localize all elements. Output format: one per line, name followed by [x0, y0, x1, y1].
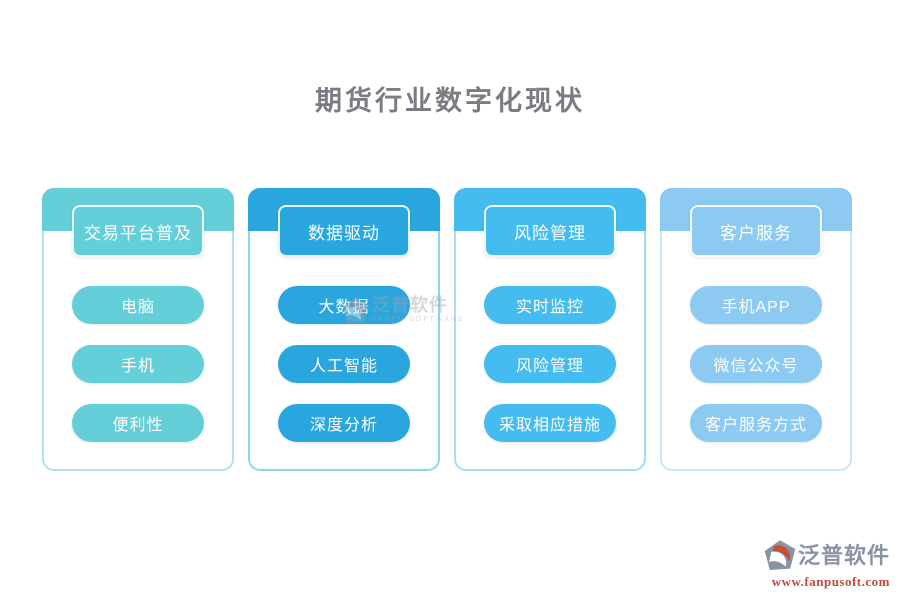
cards-row: 交易平台普及 电脑 手机 便利性 数据驱动 大数据 人工智能 深度分析 风险管理… [42, 188, 852, 471]
category-item: 微信公众号 [690, 345, 822, 383]
footer-logo: 泛普软件 www.fanpusoft.com [764, 538, 890, 590]
category-item: 手机 [72, 345, 204, 383]
category-card-risk-management: 风险管理 实时监控 风险管理 采取相应措施 [454, 188, 646, 471]
page-title: 期货行业数字化现状 [315, 86, 585, 116]
category-card-customer-service: 客户服务 手机APP 微信公众号 客户服务方式 [660, 188, 852, 471]
footer-brand-name: 泛普软件 [797, 542, 890, 568]
category-item: 大数据 [278, 286, 410, 324]
footer-url[interactable]: www.fanpusoft.com [771, 574, 890, 589]
category-header-risk-management: 风险管理 [484, 205, 616, 257]
category-item: 人工智能 [278, 345, 410, 383]
category-item: 便利性 [72, 404, 204, 442]
fanpu-logo-icon [764, 540, 796, 571]
category-item: 手机APP [690, 286, 822, 324]
category-card-trading-platform: 交易平台普及 电脑 手机 便利性 [42, 188, 234, 471]
category-header-trading-platform: 交易平台普及 [72, 205, 204, 257]
category-header-data-driven: 数据驱动 [278, 205, 410, 257]
category-item: 电脑 [72, 286, 204, 324]
category-item: 深度分析 [278, 404, 410, 442]
category-item: 客户服务方式 [690, 404, 822, 442]
category-header-customer-service: 客户服务 [690, 205, 822, 257]
category-item: 实时监控 [484, 286, 616, 324]
category-card-data-driven: 数据驱动 大数据 人工智能 深度分析 [248, 188, 440, 471]
category-item: 风险管理 [484, 345, 616, 383]
category-item: 采取相应措施 [484, 404, 616, 442]
